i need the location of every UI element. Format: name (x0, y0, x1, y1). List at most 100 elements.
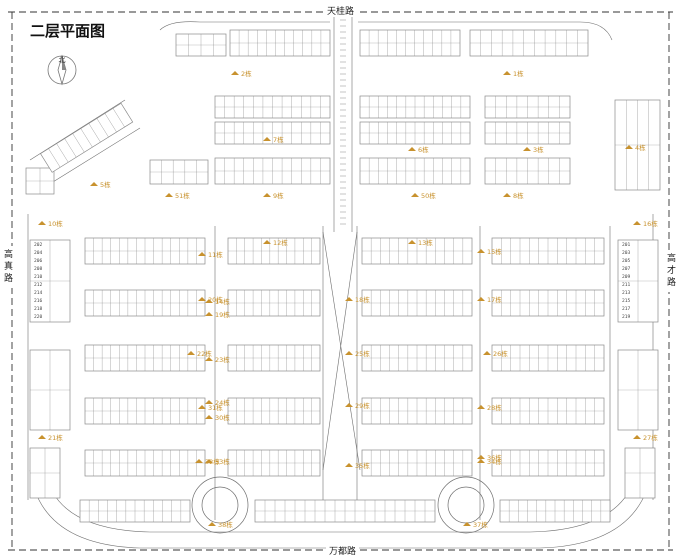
building-label: 31栋 (198, 403, 223, 412)
label-marker (198, 252, 206, 256)
label-marker (231, 71, 239, 75)
diagonal-walk (322, 231, 358, 471)
north-arc (159, 21, 330, 31)
label-marker (633, 221, 641, 225)
unit-number: 201 (622, 242, 631, 248)
label-marker (205, 400, 213, 404)
building-label: 18栋 (345, 295, 370, 304)
roundabout (447, 486, 485, 524)
building-label: 1栋 (503, 69, 524, 78)
unit-number: 208 (34, 266, 43, 272)
label-marker (633, 435, 641, 439)
unit-number: 220 (34, 314, 43, 320)
shop-divider (96, 118, 109, 138)
label-marker (345, 463, 353, 467)
page-title: 二层平面图 (30, 22, 106, 40)
building-label: 17栋 (477, 295, 502, 304)
building-name: 32栋 (205, 457, 220, 466)
label-marker (408, 240, 416, 244)
block-1-east (469, 29, 589, 57)
diagonal-walk (322, 231, 361, 471)
south-row-centre-west (227, 237, 321, 265)
shop-divider (64, 138, 77, 158)
building-name: 10栋 (48, 219, 63, 228)
block-8 (484, 157, 571, 185)
unit-number: 217 (622, 306, 631, 312)
shop-divider (80, 128, 93, 148)
south-row-centre-east (361, 449, 473, 477)
building-name: 9栋 (273, 191, 284, 200)
unit-number: 218 (34, 306, 43, 312)
block-west-column (29, 349, 71, 431)
building-label: 14栋 (205, 297, 230, 306)
block-6 (359, 95, 471, 119)
building-label: 19栋 (205, 310, 230, 319)
building-name: 35栋 (355, 461, 370, 470)
building-label: 34栋 (477, 457, 502, 466)
building-label: 16栋 (633, 219, 658, 228)
south-row-west (84, 344, 206, 372)
building-label: 33栋 (205, 457, 230, 466)
south-row-centre-west (227, 397, 321, 425)
building-label: 20栋 (198, 295, 223, 304)
building-name: 8栋 (513, 191, 524, 200)
svg-text:北: 北 (59, 56, 66, 64)
south-row-centre-east (361, 237, 473, 265)
unit-number: 215 (622, 298, 631, 304)
road-label-bottom: 万都路 (326, 544, 360, 557)
building-name: 4栋 (635, 143, 646, 152)
road-label-right: 高才路 (664, 250, 677, 292)
building-label: 37栋 (463, 520, 488, 529)
label-marker (477, 405, 485, 409)
building-name: 28栋 (487, 403, 502, 412)
label-marker (625, 145, 633, 149)
building-name: 24栋 (215, 398, 230, 407)
building-name: 3栋 (533, 145, 544, 154)
shop-divider (72, 133, 85, 153)
building-name: 34栋 (487, 457, 502, 466)
unit-number: 207 (622, 266, 631, 272)
building-name: 17栋 (487, 295, 502, 304)
building-label: 11栋 (198, 250, 223, 259)
building-label: 50栋 (411, 191, 436, 200)
unit-number: 202 (34, 242, 43, 248)
south-row-east (491, 449, 605, 477)
unit-number: 212 (34, 282, 43, 288)
unit-number: 219 (622, 314, 631, 320)
label-marker (483, 351, 491, 355)
label-marker (198, 405, 206, 409)
block-east-column (624, 447, 656, 499)
northwest-edge (39, 127, 141, 191)
building-name: 21栋 (48, 433, 63, 442)
label-marker (503, 71, 511, 75)
building-label: 32栋 (195, 457, 220, 466)
building-name: 6栋 (418, 145, 429, 154)
building-name: 19栋 (215, 310, 230, 319)
unit-number: 203 (622, 250, 631, 256)
building-label: 35栋 (345, 461, 370, 470)
block-south-centre-band (254, 499, 436, 523)
building-label: 12栋 (263, 238, 288, 247)
building-name: 51栋 (175, 191, 190, 200)
label-marker (90, 182, 98, 186)
south-row-centre-east (361, 289, 473, 317)
road-label-top: 天桂路 (324, 4, 358, 17)
south-row-east (491, 344, 605, 372)
shop-divider (104, 113, 117, 133)
label-marker (205, 357, 213, 361)
building-name: 18栋 (355, 295, 370, 304)
label-marker (187, 351, 195, 355)
building-label: 7栋 (263, 135, 284, 144)
label-marker (205, 415, 213, 419)
unit-number: 206 (34, 258, 43, 264)
block-9 (214, 157, 331, 185)
building-name: 26栋 (493, 349, 508, 358)
building-name: 31栋 (208, 403, 223, 412)
north-arc (358, 21, 613, 41)
label-marker (345, 351, 353, 355)
label-marker (165, 193, 173, 197)
unit-number: 205 (622, 258, 631, 264)
building-name: 27栋 (643, 433, 658, 442)
label-marker (345, 297, 353, 301)
